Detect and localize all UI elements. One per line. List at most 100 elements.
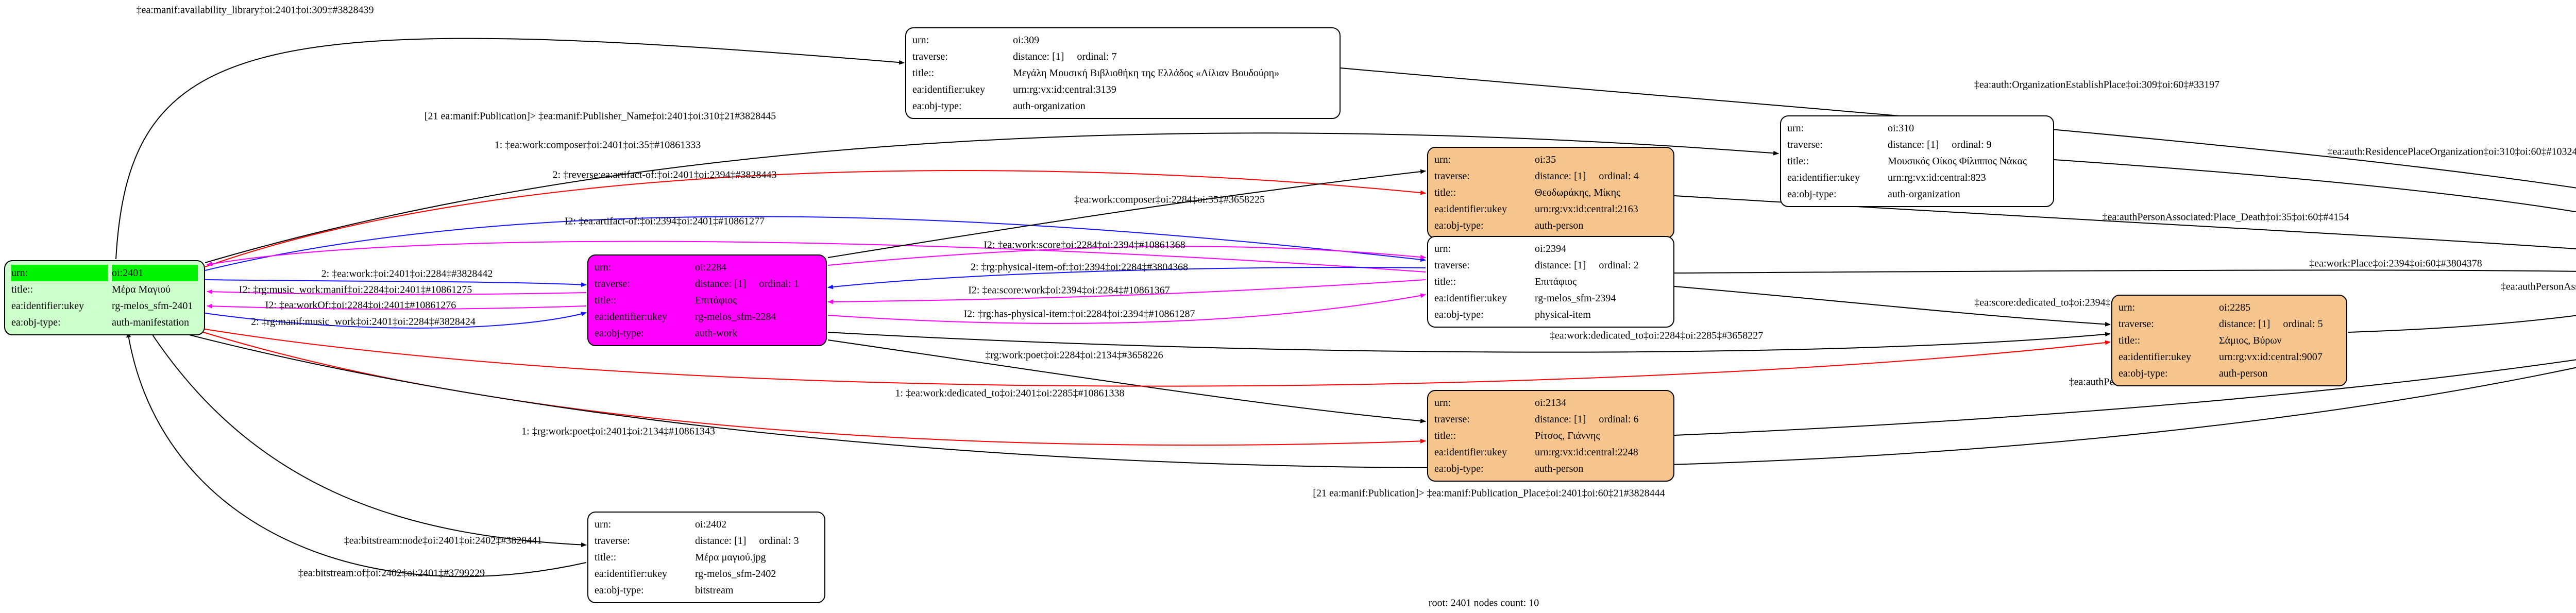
edge-12 [827,267,1426,290]
field-key: ea:identifier:ukey [595,311,668,322]
root-summary-label: root: 2401 nodes count: 10 [1428,597,1539,609]
node-oi-2134-row: traverse:distance: [1] ordinal: 6 [1434,411,1667,428]
edge-13 [827,279,1426,304]
edge-3 [205,170,1426,267]
field-key: urn: [595,262,612,273]
field-key: urn: [11,265,108,281]
node-oi-2284-row: traverse:distance: [1] ordinal: 1 [595,276,820,292]
field-value: oi:2285 [2219,302,2251,313]
field-value: oi:2134 [1535,397,1567,408]
field-key: title:: [1434,276,1456,287]
edge-label-1: ‡ea:manif:availability_library‡oi:2401‡o… [136,4,374,16]
field-key: traverse: [595,535,630,547]
edge-label-11: I2: ‡ea:work:score‡oi:2284‡oi:2394‡#1086… [984,239,1185,251]
node-oi-2394-row: ea:obj-type:physical-item [1434,306,1667,323]
edge-4 [205,216,1426,271]
node-oi-2134-row: ea:obj-type:auth-person [1434,461,1667,477]
field-value: Επιτάφιος [695,295,737,306]
field-key: ea:obj-type: [1787,189,1837,200]
field-value: distance: [1] ordinal: 3 [695,535,799,547]
field-value: distance: [1] ordinal: 9 [1888,139,1992,150]
field-value: Μεγάλη Μουσική Βιβλιοθήκη της Ελλάδος «Λ… [1013,67,1280,79]
field-value: oi:2394 [1535,243,1567,254]
edge-16 [827,339,1426,423]
edge-25 [1674,269,2576,274]
node-oi-2402-row: traverse: distance: [1] ordinal: 3 [595,533,818,549]
edge-6 [205,279,587,287]
field-value: Μέρα Μαγιού [112,284,171,295]
field-key: title:: [1434,187,1456,198]
field-key: traverse: [2119,318,2154,330]
node-oi-2284-row: ea:obj-type:auth-work [595,325,820,342]
node-oi-2394-row: urn:oi:2394 [1434,241,1667,257]
edge-label-22: ‡ea:auth:ResidencePlaceOrganization‡oi:3… [2327,146,2576,158]
node-oi-309-row: urn:oi:309 [912,32,1333,48]
node-oi-2134-row: title::Ρίτσος, Γιάννης [1434,428,1667,444]
edge-24 [1674,286,2111,327]
field-key: urn: [912,35,929,46]
field-value: rg-melos_sfm-2402 [695,568,776,580]
edge-21 [1340,67,2576,189]
field-value: rg-melos_sfm-2394 [1535,293,1616,304]
field-key: title:: [912,67,935,79]
field-value: urn:rg:vx:id:central:3139 [1013,84,1116,95]
edge-22 [2054,159,2576,213]
node-oi-2284-row: urn:oi:2284 [595,259,820,276]
node-oi-2402-row: ea:obj-type:bitstream [595,582,818,599]
edge-label-8: I2: ‡ea:workOf:‡oi:2284‡oi:2401‡#1086127… [265,299,456,311]
field-value: rg-melos_sfm-2284 [695,311,776,322]
field-key: title:: [1434,430,1456,441]
field-key: title:: [2119,335,2141,346]
node-oi-2285-row: traverse:distance: [1] ordinal: 5 [2119,316,2340,332]
node-oi-2401-row: urn:oi:2401 [11,265,198,281]
edge-2 [205,132,1779,263]
field-value: physical-item [1535,309,1591,320]
edge-label-10: ‡ea:work:composer‡oi:2284‡oi:35‡#3658225 [1074,194,1265,206]
edge-26 [2348,315,2576,333]
field-key: traverse: [1434,260,1470,271]
field-value: Σάμιος, Βύρων [2219,335,2282,346]
field-key: ea:obj-type: [1434,463,1484,474]
field-key: ea:obj-type: [1434,220,1484,231]
field-key: ea:identifier:ukey [1434,203,1507,215]
node-oi-35-row: traverse:distance: [1] ordinal: 4 [1434,168,1667,184]
node-oi-2285-row: ea:obj-type:auth-person [2119,365,2340,382]
field-value: auth-organization [1888,189,1960,200]
node-oi-310-row: traverse:distance: [1] ordinal: 9 [1787,137,2047,153]
field-key: ea:identifier:ukey [595,568,668,580]
edge-10 [827,169,1426,258]
field-value: Μέρα μαγιού.jpg [695,552,766,563]
node-oi-310-row: title::Μουσικός Οίκος Φίλιππος Νάκας [1787,153,2047,169]
field-value: urn:rg:vx:id:central:2248 [1535,447,1638,458]
field-value: oi:310 [1888,123,1914,134]
edge-label-17: 1: ‡ea:work:dedicated_to‡oi:2401‡oi:2285… [895,387,1125,399]
field-key: ea:obj-type: [11,317,61,328]
field-key: traverse: [912,51,948,62]
field-value: urn:rg:vx:id:central:823 [1888,172,1986,183]
field-key: ea:identifier:ukey [11,300,84,312]
edge-20 [126,332,587,577]
field-key: urn: [2119,302,2136,313]
edge-19 [149,330,587,548]
field-key: ea:obj-type: [2119,368,2168,379]
node-oi-2284-row: title::Επιτάφιος [595,292,820,309]
edge-label-23: ‡ea:authPersonAssociated:Place_Death‡oi:… [2102,211,2349,223]
field-key: title:: [1787,156,1809,167]
edge-label-19: ‡ea:bitstream:node‡oi:2401‡oi:2402‡#3828… [344,535,543,547]
field-key: ea:obj-type: [595,585,644,596]
field-key: title:: [11,284,33,295]
edge-7 [207,289,587,295]
node-oi-2134-row: urn:oi:2134 [1434,395,1667,411]
node-oi-2402-row: ea:identifier:ukey rg-melos_sfm-2402 [595,566,818,582]
field-value: urn:rg:vx:id:central:9007 [2219,351,2323,363]
edge-14 [827,293,1426,324]
